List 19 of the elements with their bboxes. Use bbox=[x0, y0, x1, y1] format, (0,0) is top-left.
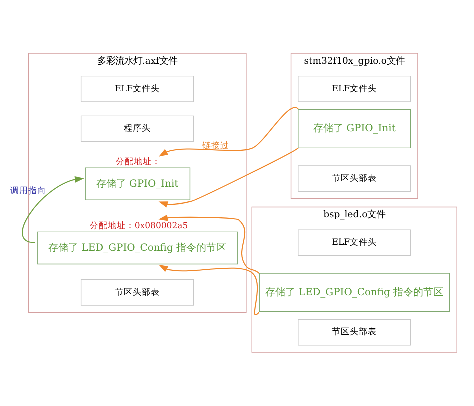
node-box: 节区头部表 bbox=[80, 280, 194, 306]
node-box: 存储了 LED_GPIO_Config 指令的节区 bbox=[259, 273, 450, 312]
arrow bbox=[158, 148, 299, 208]
node-label: 分配地址：0x080002a5 bbox=[90, 221, 188, 232]
node-box: ELF文件头 bbox=[298, 230, 412, 256]
node-label: 分配地址： bbox=[116, 157, 162, 168]
arrow bbox=[158, 264, 260, 316]
node-box: 存储了 LED_GPIO_Config 指令的节区 bbox=[38, 232, 238, 265]
node-box: 程序头 bbox=[80, 116, 194, 142]
edge-label: 链接过 bbox=[202, 141, 230, 152]
node-box: ELF文件头 bbox=[298, 76, 412, 102]
arrow bbox=[158, 214, 260, 274]
node-box: 节区头部表 bbox=[298, 319, 412, 346]
edge-label: 调用指向 bbox=[10, 186, 47, 197]
arrow bbox=[158, 107, 299, 157]
node-box: 存储了 GPIO_Init bbox=[85, 168, 191, 200]
node-box: 存储了 GPIO_Init bbox=[298, 109, 412, 149]
node-box: 节区头部表 bbox=[298, 166, 412, 192]
node-box: ELF文件头 bbox=[80, 76, 194, 102]
